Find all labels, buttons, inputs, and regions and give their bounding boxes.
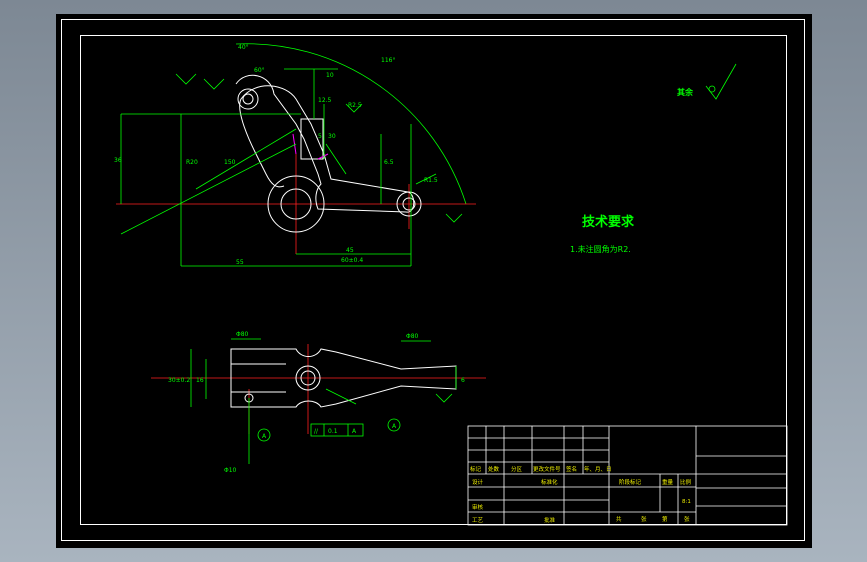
- leader-roughness-bottom: [325, 388, 357, 405]
- tb-label-change-doc: 更改文件号: [533, 465, 561, 473]
- tb-label-date: 年、月、日: [584, 465, 612, 473]
- dim-text-36: 36: [114, 157, 122, 164]
- dim-text-45: 45: [346, 247, 354, 254]
- technical-requirements: 技术要求 1.未注圆角为R2.: [570, 214, 635, 254]
- datum-circle-left: [257, 428, 271, 442]
- pivot-bore: [280, 188, 312, 220]
- dim-text-phi80-b: Φ80: [406, 333, 419, 340]
- tb-label-count: 处数: [488, 465, 500, 473]
- tb-label-scale: 比例: [680, 478, 692, 486]
- datum-label-left: A: [262, 433, 267, 440]
- tech-req-heading: 技术要求: [582, 214, 635, 230]
- dim-text-5: 5: [318, 133, 322, 140]
- angle-arc: [235, 43, 467, 205]
- tolerance-datum: A: [352, 428, 357, 435]
- top-bore: [242, 93, 254, 105]
- dim-text-30-02: 30±0.2: [168, 377, 190, 384]
- dim-text-r20: R20: [186, 159, 198, 166]
- dim-text-40deg: 40°: [238, 44, 249, 51]
- leader-r25: [415, 173, 437, 185]
- dim-text-phi80-a: Φ80: [236, 331, 249, 338]
- end-bore: [402, 197, 416, 211]
- tb-label-stage: 阶段标记: [619, 478, 642, 486]
- tb-label-zone: 分区: [511, 465, 523, 473]
- tb-label-review: 审核: [472, 503, 484, 511]
- bottom-bore-outer: [295, 365, 321, 391]
- dim-text-16: 16: [196, 377, 204, 384]
- tech-req-item-1: 1.未注圆角为R2.: [570, 244, 631, 254]
- tb-label-signature: 签名: [566, 465, 577, 473]
- tb-label-weight: 重量: [662, 478, 674, 486]
- dim-text-r1-5: R1.5: [424, 177, 438, 184]
- drawing-border-outer: [61, 19, 805, 541]
- tb-sheet-total-unit: 张: [641, 515, 647, 523]
- tolerance-value: 0.1: [328, 428, 338, 435]
- roughness-note: 其余: [677, 63, 737, 100]
- dim-text-150: 150: [224, 159, 236, 166]
- drawing-border-inner: [80, 35, 787, 525]
- tb-sheet-number: 第: [662, 515, 668, 523]
- datum-label-right: A: [392, 423, 397, 430]
- roughness-symbol-2: [203, 78, 225, 90]
- pivot-boss-outer: [267, 175, 325, 233]
- dim-text-r2-5: R2.5: [348, 102, 362, 109]
- title-block-border: [467, 425, 788, 526]
- tb-sheet-number-unit: 张: [684, 515, 690, 523]
- dim-text-phi10: Φ10: [224, 467, 237, 474]
- roughness-symbol-1: [175, 73, 197, 85]
- dim-text-60deg: 60°: [254, 67, 265, 74]
- tb-label-mark: 标记: [470, 465, 482, 473]
- roughness-note-symbol: [705, 63, 737, 100]
- dim-text-30: 30: [328, 133, 336, 140]
- end-boss-outer: [396, 191, 422, 217]
- dim-text-10: 10: [326, 72, 334, 79]
- tolerance-symbol: //: [314, 428, 319, 435]
- leader-r15: [325, 143, 347, 175]
- leader-150: [120, 143, 297, 235]
- drawing-viewport[interactable]: 10 12.5 R2.5 5 30 6.5 R20 36 150 R1.5 55…: [56, 14, 812, 548]
- section-cut-marks: [292, 133, 329, 160]
- datum-circle-right: [387, 418, 401, 432]
- roughness-note-circle: [708, 85, 716, 93]
- top-boss: [237, 88, 259, 110]
- section-slot: [300, 118, 324, 160]
- tb-sheet-total: 共: [616, 515, 622, 523]
- tb-label-approval: 批准: [544, 516, 556, 524]
- tb-label-process: 工艺: [472, 517, 484, 524]
- leader-r20: [195, 128, 297, 190]
- dim-text-12-5: 12.5: [318, 97, 332, 104]
- roughness-symbol-3: [345, 103, 363, 113]
- dim-text-6: 6: [461, 377, 465, 384]
- dim-text-116deg: 116°: [381, 57, 395, 64]
- roughness-note-text: 其余: [677, 87, 694, 97]
- bottom-view: Φ80 Φ80 Φ10 30±0.2 16 6 // 0.1 A A A: [151, 331, 486, 474]
- roughness-symbol-5: [435, 393, 453, 403]
- tb-label-design: 设计: [472, 478, 484, 486]
- dim-text-60: 60±0.4: [341, 257, 363, 264]
- tb-label-standardization: 标准化: [541, 478, 558, 486]
- top-view: 10 12.5 R2.5 5 30 6.5 R20 36 150 R1.5 55…: [114, 43, 476, 267]
- tb-scale-value: 8:1: [682, 499, 691, 505]
- dim-text-55: 55: [236, 259, 244, 266]
- tolerance-frame-box: [310, 423, 364, 437]
- title-block: 标记 处数 分区 更改文件号 签名 年、月、日 设计 标准化 审核 工艺 批准 …: [467, 425, 788, 526]
- part-outline: [235, 74, 415, 213]
- dim-text-6-5: 6.5: [384, 159, 394, 166]
- geometric-tolerance-frame: // 0.1 A: [310, 423, 364, 437]
- bottom-bore-inner: [300, 370, 316, 386]
- cad-drawing-canvas: 10 12.5 R2.5 5 30 6.5 R20 36 150 R1.5 55…: [114, 43, 788, 526]
- roughness-symbol-4: [445, 213, 463, 223]
